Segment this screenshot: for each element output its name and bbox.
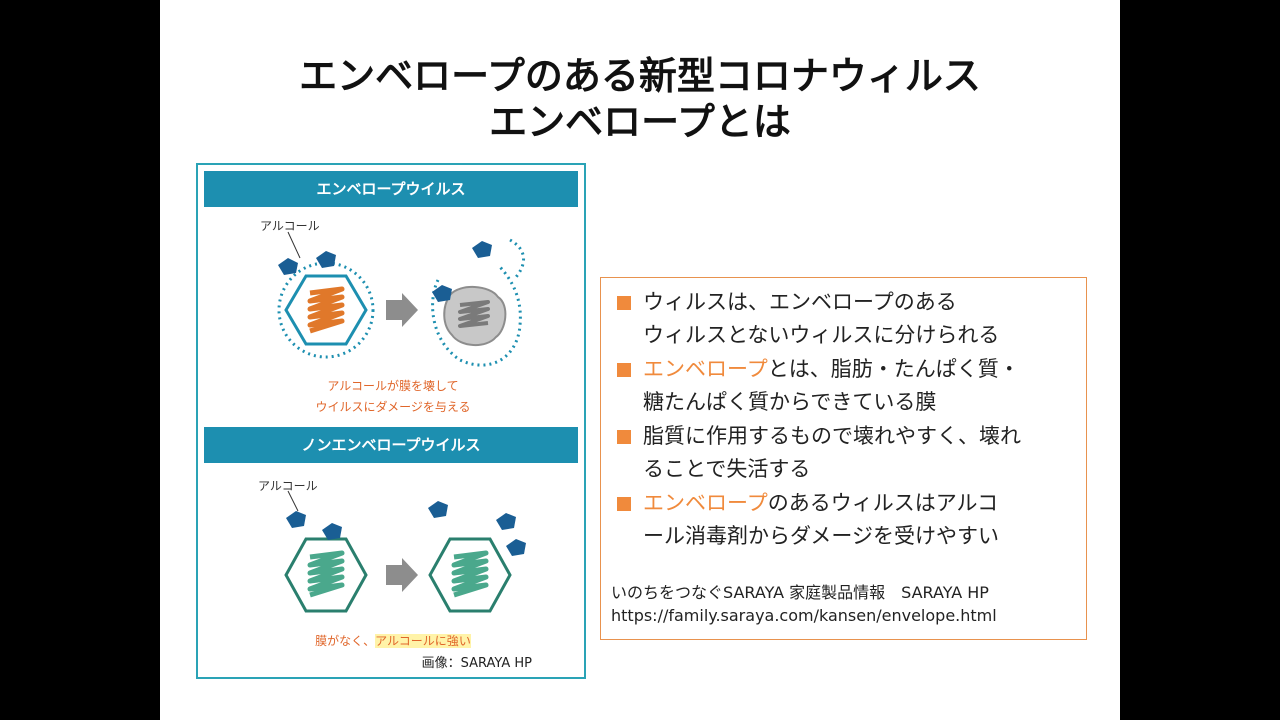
- bullet-text: ール消毒剤からダメージを受けやすい: [643, 524, 999, 548]
- bullet-square-icon: [617, 363, 631, 377]
- alcohol-molecule-icon: [286, 511, 306, 528]
- pointer-line: [287, 490, 299, 512]
- broken-membrane: [509, 238, 525, 278]
- non-envelope-virus-band: ノンエンベロープウイルス: [204, 427, 578, 463]
- image-credit: 画像：SARAYA HP: [421, 656, 532, 671]
- alcohol-label: アルコール: [260, 219, 320, 233]
- alcohol-molecule-icon: [322, 523, 342, 540]
- bullet-text: ウィルスは、エンベロープのある: [643, 290, 957, 314]
- bullet-text: ウィルスとないウィルスに分けられる: [643, 323, 1000, 347]
- envelope-membrane: [277, 261, 375, 359]
- bullet-highlight: エンベロープ: [643, 357, 768, 381]
- arrow-icon: [386, 293, 418, 327]
- slide-title-line1: エンベロープのある新型コロナウィルス: [299, 54, 981, 98]
- bullet-text: 糖たんぱく質からできている膜: [643, 390, 937, 414]
- explanation-box: ウィルスは、エンベロープのあるウィルスとないウィルスに分けられる エンベロープと…: [600, 277, 1087, 640]
- arrow-icon: [386, 558, 418, 592]
- bullet-text: ることで失活する: [643, 457, 811, 481]
- pointer-line: [287, 231, 301, 259]
- capsid-hexagon: [284, 274, 368, 346]
- caption-envelope-line1: アルコールが膜を壊して: [327, 379, 459, 393]
- rna-coil-icon: [458, 300, 490, 328]
- bullet-square-icon: [617, 430, 631, 444]
- bullet-square-icon: [617, 296, 631, 310]
- slide-title-line2: エンベロープとは: [489, 100, 791, 144]
- caption-non-envelope-highlight: アルコールに強い: [375, 634, 471, 648]
- alcohol-molecule-icon: [278, 258, 298, 275]
- caption-envelope-line2: ウイルスにダメージを与える: [315, 400, 471, 414]
- bullet-highlight: エンベロープ: [643, 491, 768, 515]
- alcohol-molecule-icon: [496, 513, 516, 530]
- rna-coil-icon: [307, 550, 345, 598]
- bullet-text: 脂質に作用するもので壊れやすく、壊れ: [643, 424, 1021, 448]
- alcohol-molecule-icon: [316, 251, 336, 268]
- bullet-text: のあるウィルスはアルコ: [767, 491, 999, 515]
- alcohol-molecule-icon: [432, 285, 452, 302]
- bullet-square-icon: [617, 497, 631, 511]
- rna-coil-icon: [451, 550, 489, 598]
- bullet-text: とは、脂肪・たんぱく質・: [767, 357, 1020, 381]
- slide: エンベロープのある新型コロナウィルス エンベロープとは エンベロープウイルス ノ…: [160, 0, 1120, 720]
- rna-coil-icon: [307, 286, 345, 334]
- alcohol-label: アルコール: [258, 479, 318, 493]
- alcohol-molecule-icon: [506, 539, 526, 556]
- caption-non-envelope: 膜がなく、アルコールに強い: [198, 632, 588, 649]
- alcohol-molecule-icon: [428, 501, 448, 518]
- capsid-hexagon: [428, 537, 512, 613]
- caption-non-envelope-part1: 膜がなく、: [315, 634, 376, 648]
- alcohol-molecule-icon: [472, 241, 492, 258]
- reference-url: https://family.saraya.com/kansen/envelop…: [611, 606, 997, 625]
- capsid-hexagon: [284, 537, 368, 613]
- reference-source: いのちをつなぐSARAYA 家庭製品情報 SARAYA HP: [611, 583, 989, 602]
- virus-illustration: [277, 231, 526, 613]
- envelope-virus-band: エンベロープウイルス: [204, 171, 578, 207]
- virus-figure: エンベロープウイルス ノンエンベロープウイルス: [196, 163, 586, 679]
